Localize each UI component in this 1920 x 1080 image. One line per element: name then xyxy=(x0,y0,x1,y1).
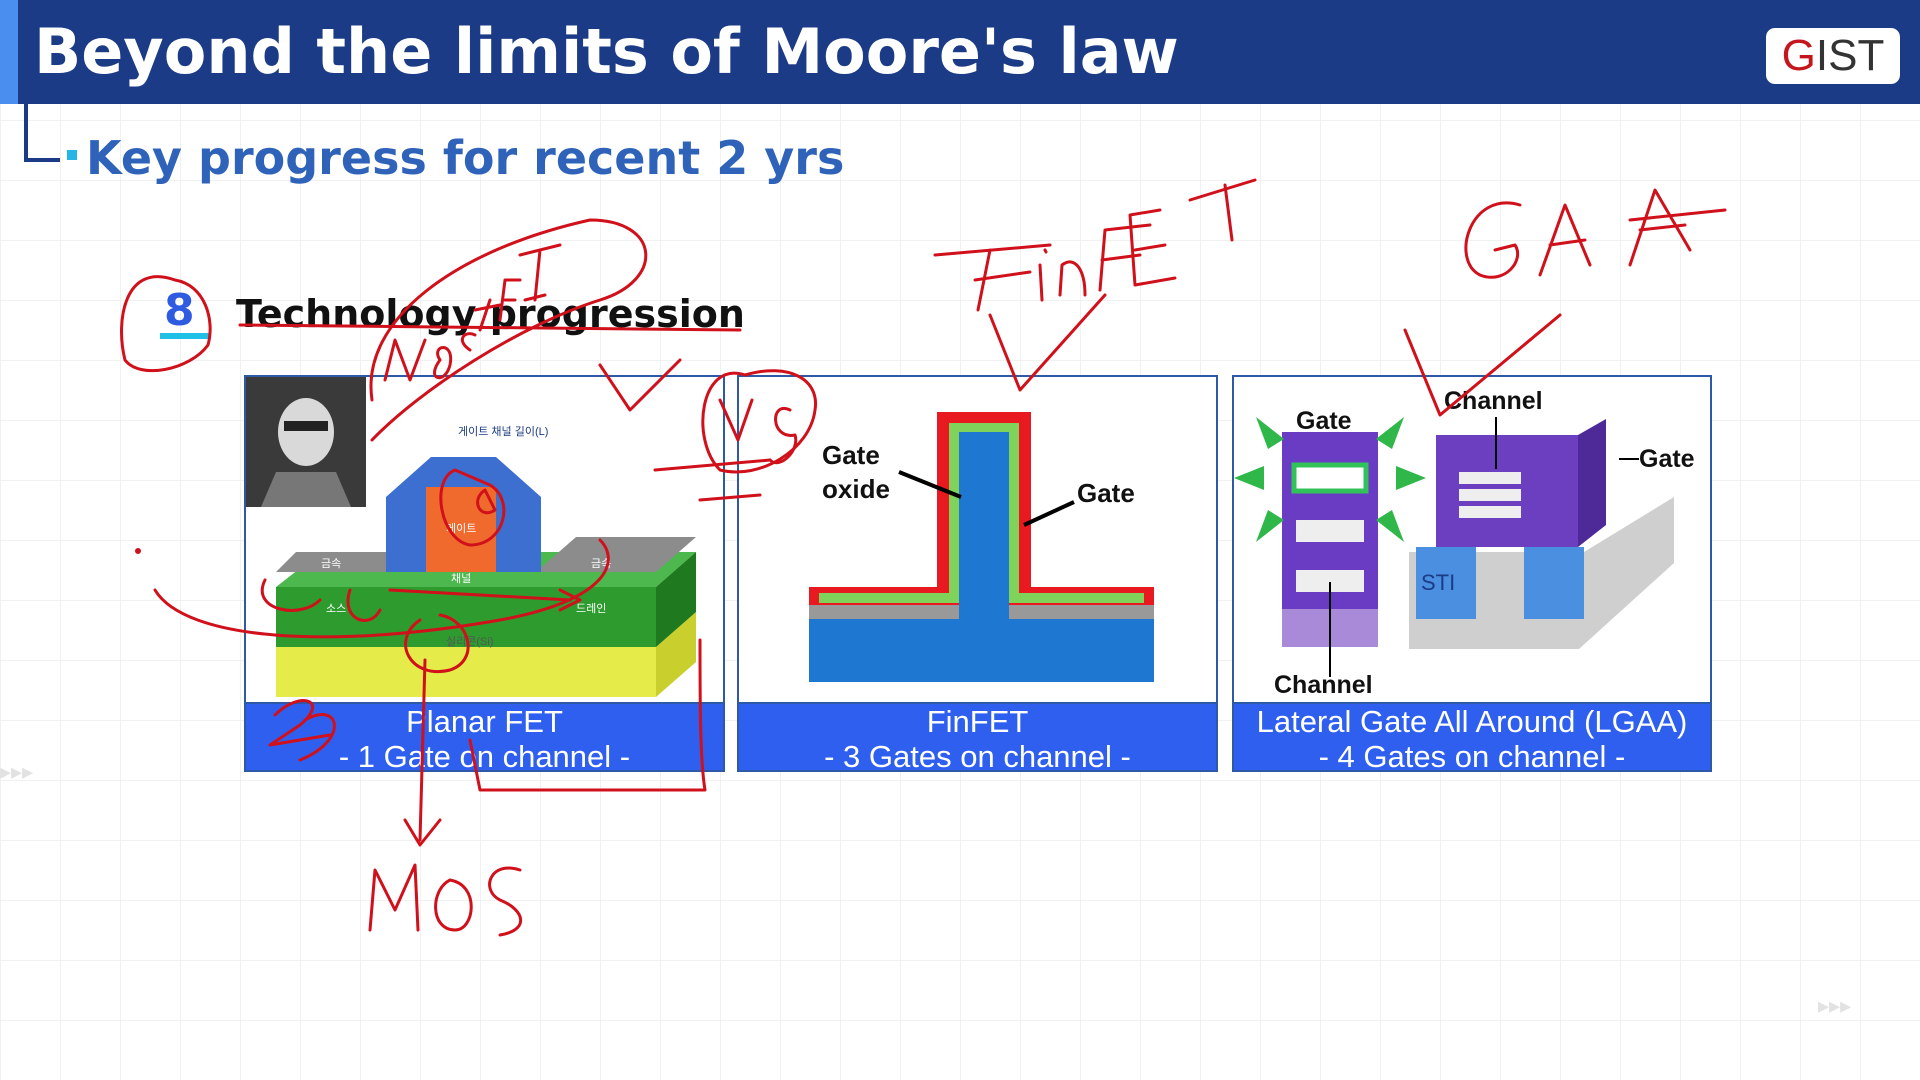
subtitle-bullet xyxy=(67,150,77,160)
lgaa-nanosheet-1 xyxy=(1291,462,1369,494)
label-source: 소스 xyxy=(326,602,346,615)
lgaa-caption: Lateral Gate All Around (LGAA) - 4 Gates… xyxy=(1232,702,1712,774)
gate-oxide-pointer xyxy=(898,470,962,499)
planar-fet-diagram: 게이트 채널 길이(L) 금속 금속 게이트 소스 드레인 채널 실리콘(Si) xyxy=(246,377,696,697)
finfet-caption-detail: - 3 Gates on channel - xyxy=(824,739,1131,774)
arrow-bottomleft-icon xyxy=(1256,510,1284,542)
side-nav-arrows-left: ▸▸▸ xyxy=(0,760,34,785)
arrow-right-icon xyxy=(1396,466,1426,490)
label-gate-oxide-line2: oxide xyxy=(822,474,890,504)
label-gate-left: Gate xyxy=(1296,407,1352,435)
title-bar: Beyond the limits of Moore's law GIST xyxy=(0,0,1920,104)
label-sti: STI xyxy=(1421,570,1455,595)
label-drain: 드레인 xyxy=(576,602,606,615)
portrait-glasses xyxy=(284,421,328,431)
label-gate-length: 게이트 채널 길이(L) xyxy=(458,425,548,438)
subtitle-bracket xyxy=(24,104,60,162)
label-metal-right: 금속 xyxy=(591,557,611,570)
label-gate: Gate xyxy=(1077,478,1135,508)
label-channel: 채널 xyxy=(451,572,471,585)
planar-fet-caption-detail: - 1 Gate on channel - xyxy=(338,739,631,774)
label-gate-right: Gate xyxy=(1639,445,1695,473)
lgaa-caption-title: Lateral Gate All Around (LGAA) xyxy=(1256,704,1688,739)
lgaa-sheet-b xyxy=(1459,489,1521,501)
arrow-bottomright-icon xyxy=(1376,510,1404,542)
lgaa-sheet-c xyxy=(1459,506,1521,518)
planar-fet-caption: Planar FET - 1 Gate on channel - xyxy=(244,702,725,774)
slide-subtitle: Key progress for recent 2 yrs xyxy=(86,131,845,185)
finfet-diagram: Gate oxide Gate xyxy=(809,412,1154,682)
section-number-underline xyxy=(160,333,210,339)
label-gate: 게이트 xyxy=(446,522,476,535)
label-metal-left: 금속 xyxy=(321,557,341,570)
label-gate-oxide-line1: Gate xyxy=(822,440,880,470)
arrow-topright-icon xyxy=(1376,417,1404,449)
portrait-face xyxy=(278,398,334,466)
planar-fet-caption-title: Planar FET xyxy=(406,704,563,739)
lgaa-gate-3d-side xyxy=(1578,419,1606,547)
section-title: Technology progression xyxy=(236,292,745,336)
title-bar-accent xyxy=(0,0,18,104)
lgaa-sti-left xyxy=(1416,547,1476,619)
lgaa-nanosheet-2 xyxy=(1296,520,1364,542)
label-channel-top: Channel xyxy=(1444,387,1543,415)
finfet-caption: FinFET - 3 Gates on channel - xyxy=(737,702,1218,774)
slide-title: Beyond the limits of Moore's law xyxy=(34,15,1179,88)
gist-logo: GIST xyxy=(1766,28,1900,84)
lgaa-sti-right xyxy=(1524,547,1584,619)
finfet-fin xyxy=(959,432,1009,682)
finfet-caption-title: FinFET xyxy=(926,704,1029,739)
side-nav-arrows-right: ▸▸▸ xyxy=(1818,994,1852,1019)
gate-pointer xyxy=(1023,500,1075,527)
arrow-left-icon xyxy=(1234,466,1264,490)
lgaa-panel: Gate Channel Gate STI Channel xyxy=(1232,375,1712,705)
finfet-panel: Gate oxide Gate xyxy=(737,375,1218,705)
label-channel-bottom: Channel xyxy=(1274,671,1373,699)
planar-fet-panel: 게이트 채널 길이(L) 금속 금속 게이트 소스 드레인 채널 실리콘(Si) xyxy=(244,375,725,705)
lgaa-nanosheet-3 xyxy=(1296,570,1364,592)
lgaa-caption-detail: - 4 Gates on channel - xyxy=(1318,739,1626,774)
portrait-suit xyxy=(261,472,351,507)
label-substrate: 실리콘(Si) xyxy=(446,635,493,648)
lgaa-diagram: Gate Channel Gate STI Channel xyxy=(1234,387,1695,699)
lgaa-sheet-a xyxy=(1459,472,1521,484)
section-number: 8 xyxy=(164,285,195,336)
substrate-front xyxy=(276,647,656,697)
arrow-topleft-icon xyxy=(1256,417,1284,449)
well-side xyxy=(656,552,696,647)
